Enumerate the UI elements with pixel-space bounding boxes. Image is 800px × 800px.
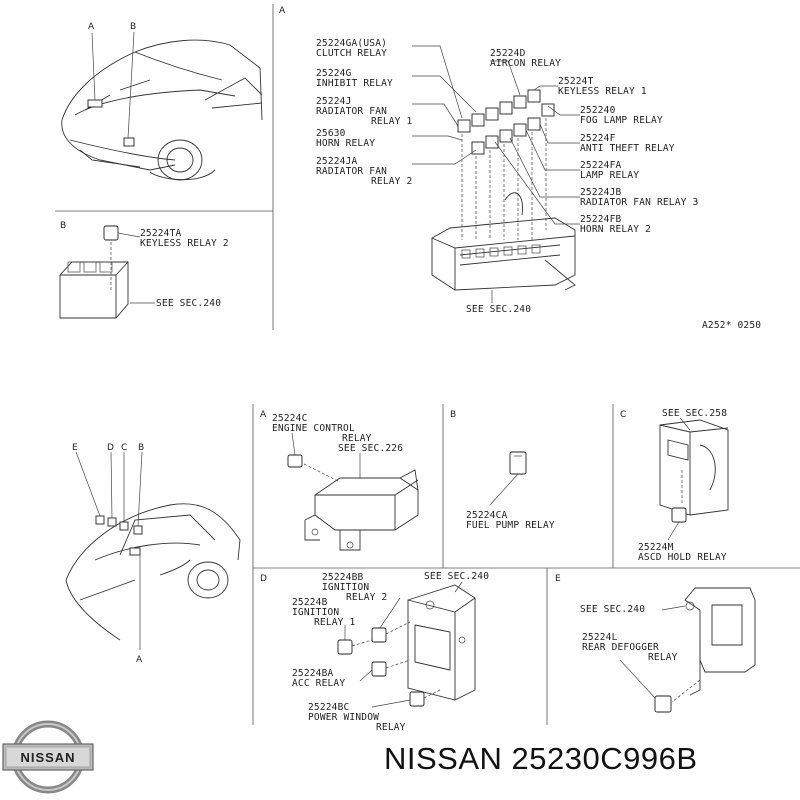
relay-p9-code: 25224F — [580, 133, 616, 144]
relay-p6-code: 25224D — [490, 48, 526, 59]
relay-p10-name: LAMP RELAY — [580, 170, 639, 181]
panel-b-code: 25224CA — [466, 510, 508, 521]
panel-e: E SEE SEC.240 25224L REAR DEFOGGER RELAY — [555, 574, 756, 713]
panel-a-name2: RELAY — [342, 433, 372, 444]
panel-c: C SEE SEC.258 25224M ASCD HOLD RELAY — [620, 408, 729, 563]
panel-d-ba-code: 25224BA — [292, 668, 334, 679]
panel-d-bc-name1: POWER WINDOW — [308, 712, 379, 723]
relay-p10-code: 25224FA — [580, 160, 622, 171]
bottom-section: E D C B A A 25224C ENGINE CONTROL RELAY … — [65, 404, 800, 733]
relay-p6-name: AIRCON RELAY — [490, 58, 561, 69]
nissan-logo: NISSAN — [2, 720, 94, 794]
panel-d-bb-name2: RELAY 2 — [346, 592, 387, 603]
keyless-relay-2-code: 25224TA — [140, 228, 182, 239]
relay-p12-name: HORN RELAY 2 — [580, 224, 651, 235]
relay-p5-code: 25224JA — [316, 156, 358, 167]
panel-b-label: B — [450, 410, 456, 420]
panel-d-ref: SEE SEC.240 — [424, 571, 489, 582]
fuse-block-ref-text: SEE SEC.240 — [466, 304, 531, 315]
relay-p5-name2: RELAY 2 — [371, 176, 412, 187]
relay-p8-name: FOG LAMP RELAY — [580, 115, 663, 126]
car-marker-a: A — [88, 22, 95, 32]
acc-relay-icon — [371, 661, 387, 677]
relay-p1-code: 25224GA(USA) — [316, 38, 387, 49]
car-marker-d: D — [107, 443, 114, 453]
car-marker-b: B — [130, 22, 136, 32]
logo-wordmark: NISSAN — [20, 750, 75, 765]
relay-p2-name: INHIBIT RELAY — [316, 78, 393, 89]
section-label-b: B — [60, 221, 66, 231]
keyless-relay-2-name: KEYLESS RELAY 2 — [140, 238, 229, 249]
panel-d-bc-code: 25224BC — [308, 702, 349, 713]
car-marker-c: C — [121, 443, 127, 453]
panel-a-name1: ENGINE CONTROL — [272, 423, 355, 434]
keyless-relay-2-drawing: 25224TA KEYLESS RELAY 2 SEE SEC.240 — [59, 225, 229, 319]
panel-d-b-name2: RELAY 1 — [314, 617, 356, 628]
car-side-drawing: E D C B A — [65, 443, 241, 665]
top-section: A B A B — [55, 4, 761, 331]
panel-a-label: A — [260, 410, 267, 420]
panel-d-label: D — [260, 574, 267, 584]
keyless-ref-text: SEE SEC.240 — [156, 298, 221, 309]
rear-defogger-relay-icon — [654, 695, 672, 713]
relay-p5-name1: RADIATOR FAN — [316, 166, 387, 177]
panel-e-code: 25224L — [582, 632, 618, 643]
car-marker-a: A — [136, 655, 143, 665]
relay-p9-name: ANTI THEFT RELAY — [580, 143, 675, 154]
panel-a-code: 25224C — [272, 413, 308, 424]
panel-d-bb-name1: IGNITION — [322, 582, 369, 593]
relay-p3-code: 25224J — [316, 96, 352, 107]
panel-e-name1: REAR DEFOGGER — [582, 642, 659, 653]
panel-d: D SEE SEC.240 25224BB IGNITION RELAY 2 2… — [260, 571, 489, 733]
relay-p4-code: 25630 — [316, 128, 346, 139]
power-window-relay-icon — [409, 691, 425, 707]
panel-e-name2: RELAY — [648, 652, 678, 663]
car-marker-e: E — [72, 443, 78, 453]
relay-cluster-drawing: SEE SEC.240 25224GA(USA) CLUTCH RELAY 25… — [316, 38, 698, 315]
panel-a-ref: SEE SEC.226 — [338, 443, 403, 454]
panel-e-label: E — [555, 574, 561, 584]
car-marker-b: B — [138, 443, 144, 453]
panel-b-name: FUEL PUMP RELAY — [466, 520, 555, 531]
panel-c-label: C — [620, 410, 626, 420]
relay-p8-code: 252240 — [580, 105, 616, 116]
panel-d-ba-name: ACC RELAY — [292, 678, 345, 689]
relay-p2-code: 25224G — [316, 68, 352, 79]
relay-p1-name: CLUTCH RELAY — [316, 48, 387, 59]
panel-d-bc-name2: RELAY — [376, 722, 406, 733]
panel-c-name: ASCD HOLD RELAY — [638, 552, 727, 563]
relay-p3-name1: RADIATOR FAN — [316, 106, 387, 117]
engine-control-relay-icon — [287, 454, 303, 468]
panel-d-b-name1: IGNITION — [292, 607, 339, 618]
relay-p11-name: RADIATOR FAN RELAY 3 — [580, 197, 698, 208]
panel-b: B 25224CA FUEL PUMP RELAY — [450, 410, 555, 531]
ignition-relay-2-icon — [371, 627, 387, 643]
figure-code: A252* 0250 — [702, 320, 761, 331]
relay-p7-name: KEYLESS RELAY 1 — [558, 86, 647, 97]
relay-p12-code: 25224FB — [580, 214, 622, 225]
section-label-a: A — [279, 6, 286, 16]
relay-p4-name: HORN RELAY — [316, 138, 375, 149]
car-front-drawing: A B — [61, 22, 263, 181]
fuel-pump-relay-icon — [509, 451, 527, 475]
panel-d-bb-code: 25224BB — [322, 572, 364, 583]
part-number-caption: NISSAN 25230C996B — [384, 741, 698, 776]
panel-a: A 25224C ENGINE CONTROL RELAY SEE SEC.22… — [260, 410, 419, 551]
relay-p3-name2: RELAY 1 — [371, 116, 413, 127]
panel-c-code: 25224M — [638, 542, 674, 553]
relay-p11-code: 25224JB — [580, 187, 622, 198]
ascd-hold-relay-icon — [671, 507, 687, 523]
panel-c-ref: SEE SEC.258 — [662, 408, 727, 419]
ignition-relay-1-icon — [337, 639, 353, 655]
panel-d-b-code: 25224B — [292, 597, 328, 608]
panel-e-ref: SEE SEC.240 — [580, 604, 645, 615]
relay-p7-code: 25224T — [558, 76, 594, 87]
